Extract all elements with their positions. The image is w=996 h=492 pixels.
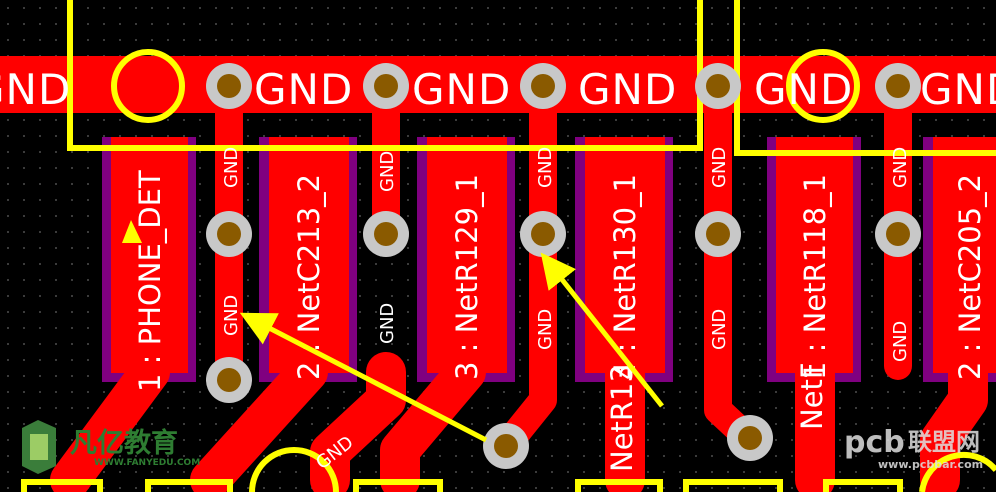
via-gnd-label: GND [221, 147, 242, 188]
via[interactable] [363, 211, 409, 257]
watermark-url: www.pcbbar.com [878, 458, 983, 471]
watermark-brand-latin: pcb [844, 425, 905, 460]
via[interactable] [875, 211, 921, 257]
via[interactable] [363, 63, 409, 109]
watermark-brand: 凡亿教育 [70, 427, 178, 459]
pad-net-labels: 1 : PHONE_DET 2 : NetC213_2 3 : NetR129_… [133, 170, 987, 392]
annotation-arrow [540, 252, 664, 408]
via[interactable] [206, 357, 252, 403]
smd-pad[interactable] [427, 137, 507, 373]
bus-gnd-labels: GND GND GND GND GND GND [0, 65, 996, 114]
outline-right-region [734, 0, 996, 156]
pad-net-label: 1 : PHONE_DET [133, 170, 167, 392]
bottom-pads [21, 479, 903, 492]
via-gnd-label: GND [890, 321, 911, 362]
via[interactable] [520, 211, 566, 257]
via[interactable] [520, 63, 566, 109]
bottom-pad-outline [145, 479, 233, 492]
pad-net-label: 3 : NetR129_1 [450, 174, 484, 380]
via[interactable] [483, 423, 529, 469]
smd-pad[interactable] [585, 137, 665, 373]
via[interactable] [695, 211, 741, 257]
via-gnd-labels: GND GND GND GND GND GND GND [221, 147, 911, 344]
watermark-left: 凡亿教育 WWW.FANYEDU.COM [22, 420, 200, 474]
smd-pad[interactable] [776, 137, 853, 373]
via-gnd-label: GND [709, 309, 730, 350]
bottom-pad-outline [353, 479, 443, 492]
mount-ring-bottom [249, 447, 339, 492]
via-gnd-label: GND [377, 303, 398, 344]
bottom-pad-outline [823, 479, 903, 492]
via[interactable] [206, 211, 252, 257]
bottom-pad-outline [21, 479, 103, 492]
trace[interactable] [50, 352, 170, 492]
fanyi-logo-icon [22, 420, 56, 474]
via[interactable] [727, 415, 773, 461]
bus-gnd-label: GND [578, 65, 677, 114]
bus-gnd-label: GND [754, 65, 853, 114]
trace[interactable] [190, 352, 328, 492]
lower-trace-labels: NetR13 NetF [605, 362, 829, 472]
bottom-pad-outline [683, 479, 783, 492]
pad-net-label: 1 : NetR118_1 [798, 174, 832, 380]
bottom-pad-outline [575, 479, 663, 492]
via[interactable] [695, 63, 741, 109]
trace-net-label: NetF [795, 362, 829, 430]
via-gnd-label: GND [535, 309, 556, 350]
smd-pad[interactable] [933, 137, 996, 373]
pin1-triangle-icon [122, 220, 142, 243]
mount-ring-bottom [919, 451, 996, 492]
trace[interactable] [704, 72, 762, 452]
bus-gnd-label: GND [412, 65, 511, 114]
pad-net-label: 4 : NetR130_1 [608, 174, 642, 380]
annotation-arrows [239, 252, 664, 443]
watermark-url: WWW.FANYEDU.COM [94, 458, 200, 468]
bus-gnd-label: GND [254, 65, 353, 114]
mount-hole[interactable] [124, 62, 172, 110]
mount-ring [786, 49, 860, 123]
watermark-right: pcb 联盟网 www.pcbbar.com [844, 425, 983, 471]
via-gnd-label: GND [221, 295, 242, 336]
trace[interactable] [310, 352, 406, 492]
watermark-brand-cjk: 联盟网 [908, 428, 980, 456]
smd-pad[interactable] [111, 137, 188, 373]
via-gnd-label: GND [709, 147, 730, 188]
via[interactable] [875, 63, 921, 109]
annotation-arrow [239, 312, 488, 443]
pad-net-label: 2 : NetC205_2 [953, 174, 987, 380]
bus-gnd-label: GND [920, 65, 996, 114]
via-gnd-label: GND [890, 147, 911, 188]
via-gnd-label: GND [377, 151, 398, 192]
via[interactable] [206, 63, 252, 109]
trace-net-label: NetR13 [605, 364, 639, 472]
pad-net-label: 2 : NetC213_2 [292, 174, 326, 380]
mount-ring [111, 49, 185, 123]
vias [206, 63, 921, 469]
bus-gnd-label: GND [0, 65, 71, 114]
via-gnd-label: GND [535, 147, 556, 188]
trace[interactable] [380, 352, 486, 492]
